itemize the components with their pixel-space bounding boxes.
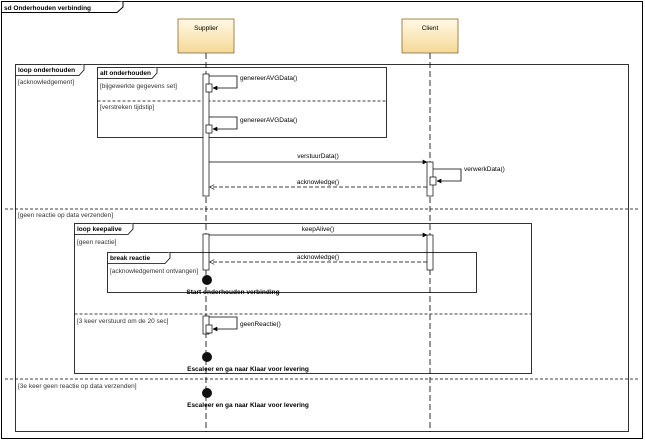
guard-acknowledgement-ontvangen: [acknowledgement ontvangen] xyxy=(110,268,198,275)
client-lifeline-head[interactable] xyxy=(401,18,459,54)
verwerkdata-label: verwerkData() xyxy=(464,166,505,173)
self-message-genereer-2 xyxy=(209,116,238,132)
loop-keepalive-fragment xyxy=(74,223,532,374)
supplier-label: Supplier xyxy=(194,25,219,32)
start-onderhouden-label: Start onderhouden verbinding xyxy=(186,289,279,296)
self-message-genereer-1 xyxy=(209,75,238,91)
guard-3e-keer: [3e keer geen reactie op data verzenden] xyxy=(18,383,137,390)
geenreactie-label: geenReactie() xyxy=(240,321,281,328)
guard-geen-reactie-data: [geen reactie op data verzenden] xyxy=(18,212,113,219)
break-reactie-fragment xyxy=(107,252,477,293)
acknowledge-label-2: acknowledge() xyxy=(297,254,339,261)
loop-onderhouden-fragment xyxy=(5,64,640,432)
client-self-activation xyxy=(429,176,437,186)
client-label: Client xyxy=(422,25,439,32)
alt-onderhouden-label: alt onderhouden xyxy=(100,70,151,77)
genereer-avgdata-label-1: genereerAVGData() xyxy=(240,75,297,82)
supplier-activation-2 xyxy=(202,233,210,271)
supplier-self-activation-3 xyxy=(205,324,213,334)
frame-title-tab xyxy=(1,1,124,13)
supplier-activation-1 xyxy=(202,73,210,197)
supplier-self-activation-1 xyxy=(205,83,213,93)
frame-title: sd Onderhouden verbinding xyxy=(4,5,91,12)
escaleer-label-2: Escaleer en ga naar Klaar voor levering xyxy=(187,402,309,409)
genereer-avgdata-label-2: genereerAVGData() xyxy=(240,117,297,124)
loop-onderhouden-label: loop onderhouden xyxy=(18,67,75,74)
acknowledge-label-1: acknowledge() xyxy=(297,179,339,186)
supplier-self-activation-2 xyxy=(205,124,213,134)
alt-onderhouden-fragment xyxy=(97,67,387,138)
state-marker-escaleer-1 xyxy=(202,352,212,362)
state-marker-start xyxy=(202,275,212,285)
break-reactie-label: break reactie xyxy=(110,255,150,262)
escaleer-label-1: Escaleer en ga naar Klaar voor levering xyxy=(187,366,309,373)
self-message-geenreactie xyxy=(209,316,238,332)
verstuurdata-label: verstuurData() xyxy=(297,153,339,160)
guard-geen-reactie: [geen reactie] xyxy=(77,239,117,246)
guard-acknowledgement: [acknowledgement] xyxy=(18,79,74,86)
supplier-lifeline-head[interactable] xyxy=(177,18,235,54)
guard-3-keer-verstuurd: [3 keer verstuurd om de 20 sec] xyxy=(77,318,169,325)
loop-keepalive-label: loop keepalive xyxy=(77,226,122,233)
self-message-verwerkdata xyxy=(433,168,462,184)
guard-verstreken-tijdstip: [verstreken tijdstip] xyxy=(100,104,154,111)
state-marker-escaleer-2 xyxy=(202,388,212,398)
guard-bijgewerkte-gegevens: [bijgewerkte gegevens set] xyxy=(100,83,177,90)
keepalive-label: keepAlive() xyxy=(302,226,335,233)
